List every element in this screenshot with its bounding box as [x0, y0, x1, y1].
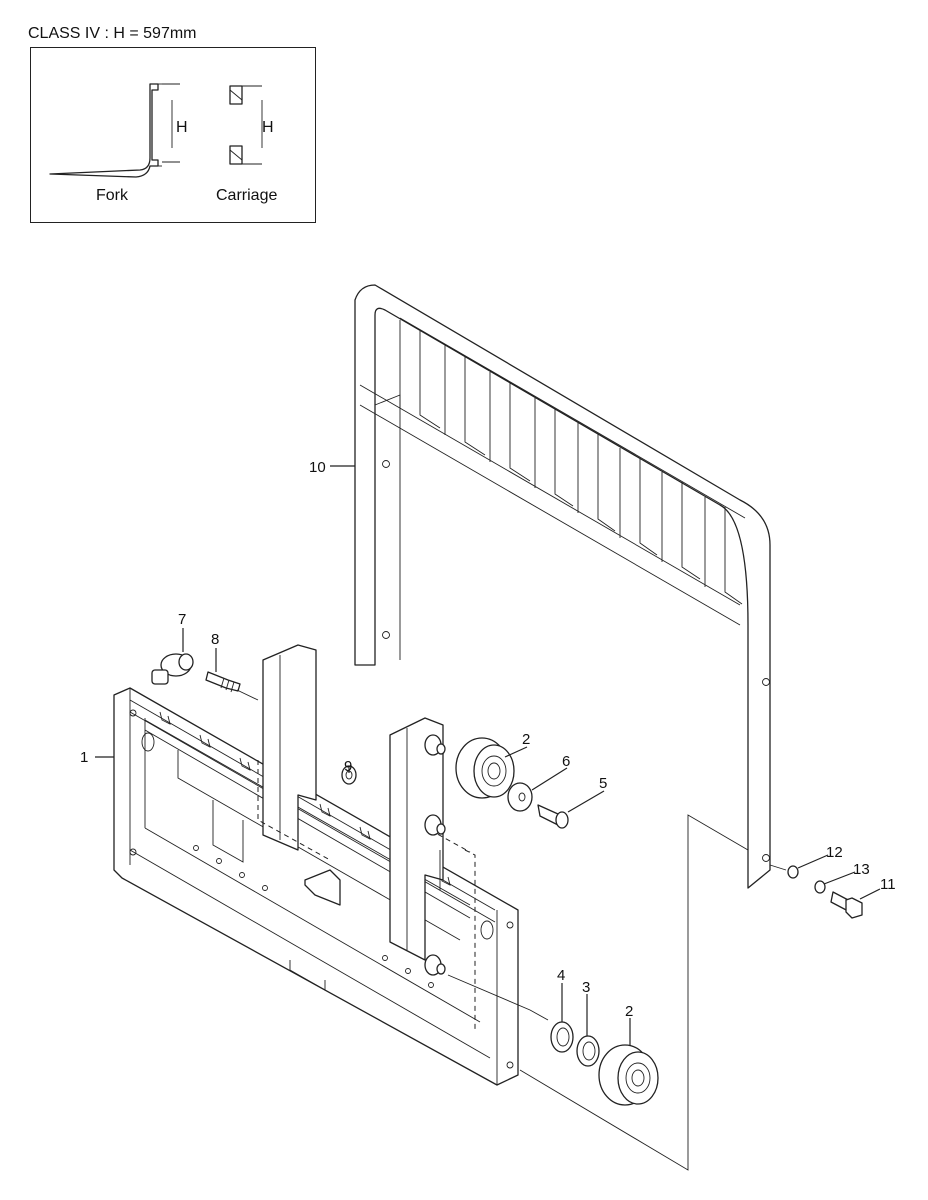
carriage-vertical-plates: [262, 644, 444, 961]
stud-bolt: [341, 765, 357, 785]
roller-bearing-lower: [598, 1044, 659, 1106]
fork-label: Fork: [96, 187, 128, 204]
carriage-label: Carriage: [216, 187, 278, 204]
fork-side-view: [49, 83, 162, 178]
lock-washer-13: [814, 880, 826, 894]
assembly-guide-lines: [236, 689, 787, 1171]
callout-3: 3: [582, 979, 590, 996]
washer-12: [787, 865, 799, 879]
callout-4: 4: [557, 967, 565, 984]
stopper-pin-knob: [151, 653, 194, 685]
callout-12: 12: [826, 844, 843, 861]
carriage-section-view: [229, 85, 263, 165]
callout-13: 13: [853, 861, 870, 878]
hidden-lines: [257, 760, 476, 1030]
washer-plate: [507, 782, 533, 812]
carriage-h-label: H: [262, 119, 274, 136]
roller-bearing-upper: [455, 737, 515, 799]
shim-4: [550, 1021, 574, 1053]
load-backrest: [354, 284, 771, 889]
callout-6: 6: [562, 753, 570, 770]
callout-8: 8: [211, 631, 219, 648]
callout-leaders: [95, 465, 881, 1046]
fork-height-dimension: [162, 83, 180, 163]
callout-7: 7: [178, 611, 186, 628]
callout-11: 11: [880, 876, 896, 893]
shim-3: [576, 1035, 600, 1067]
backrest-slats: [399, 320, 743, 605]
callout-1: 1: [80, 749, 88, 766]
callout-5: 5: [599, 775, 607, 792]
stopper-pin: [205, 671, 241, 693]
carriage: [113, 687, 519, 1086]
class-title: CLASS IV : H = 597mm: [28, 25, 197, 42]
flat-head-screw: [537, 804, 569, 829]
roller-bosses: [424, 734, 446, 976]
hex-bolt-11: [830, 891, 863, 919]
fork-h-label: H: [176, 119, 188, 136]
callout-10: 10: [309, 459, 326, 476]
callout-9: 9: [344, 758, 352, 775]
callout-2-upper: 2: [522, 731, 530, 748]
dimension-legend-box: [30, 47, 316, 223]
callout-2-lower: 2: [625, 1003, 633, 1020]
callout-numbers: 1 2 2 3 4 5 6 7 8 9 10 11 12 13: [80, 459, 896, 1020]
